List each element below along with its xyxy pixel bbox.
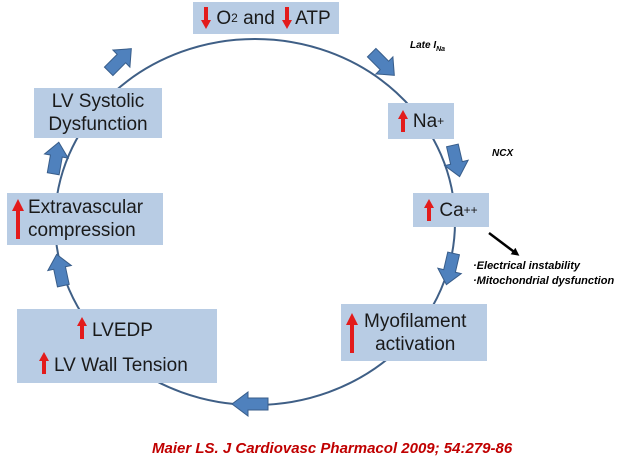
flow-arrow-4 [231, 391, 269, 417]
flow-arrow-2 [443, 143, 470, 178]
flow-arrow-3 [436, 251, 463, 286]
red-up-arrow-icon [346, 312, 358, 353]
late-ina-label: Late INa [410, 40, 446, 53]
lvedp-box: LVEDP LV Wall Tension [17, 309, 217, 383]
extravascular-line2: compression [28, 220, 136, 241]
myofilament-line1: Myofilament [364, 310, 467, 332]
lv-systolic-line2: Dysfunction [48, 114, 148, 135]
myofilament-line2: activation [375, 333, 456, 355]
and-label: and [237, 7, 281, 29]
red-down-arrow-icon [201, 7, 212, 29]
lv-systolic-box: LV Systolic Dysfunction [34, 88, 162, 138]
extravascular-box: Extravascular compression [7, 193, 163, 245]
citation: Maier LS. J Cardiovasc Pharmacol 2009; 5… [152, 440, 513, 457]
extravascular-line1: Extravascular [28, 197, 144, 218]
flow-arrow-1 [366, 47, 395, 76]
red-up-arrow-icon [424, 199, 435, 221]
flow-arrow-7 [103, 48, 132, 77]
lv-wall-tension-label: LV Wall Tension [54, 355, 188, 376]
sodium-label: Na [412, 110, 438, 132]
red-up-arrow-icon [397, 110, 408, 132]
red-down-arrow-icon [282, 7, 293, 29]
lv-systolic-line1: LV Systolic [51, 91, 145, 112]
red-up-arrow-icon [39, 352, 49, 374]
flow-arrow-6 [43, 141, 70, 176]
flow-arrow-5 [46, 253, 73, 288]
red-up-arrow-icon [12, 199, 24, 239]
ncx-label: NCX [492, 148, 514, 159]
o2-label: O [216, 7, 232, 29]
effects-arrow [488, 232, 520, 256]
myofilament-box: Myofilament activation [341, 304, 487, 361]
atp-label: ATP [295, 7, 331, 29]
calcium-label: Ca [439, 199, 464, 221]
red-up-arrow-icon [77, 317, 87, 339]
calcium-box: Ca++ [413, 193, 489, 227]
effect-item: ·Electrical instability [473, 260, 580, 272]
effect-item: ·Mitochondrial dysfunction [473, 275, 615, 287]
lvedp-label: LVEDP [92, 320, 153, 341]
effects-list: ·Electrical instability ·Mitochondrial d… [473, 259, 614, 289]
sodium-box: Na+ [388, 103, 454, 139]
